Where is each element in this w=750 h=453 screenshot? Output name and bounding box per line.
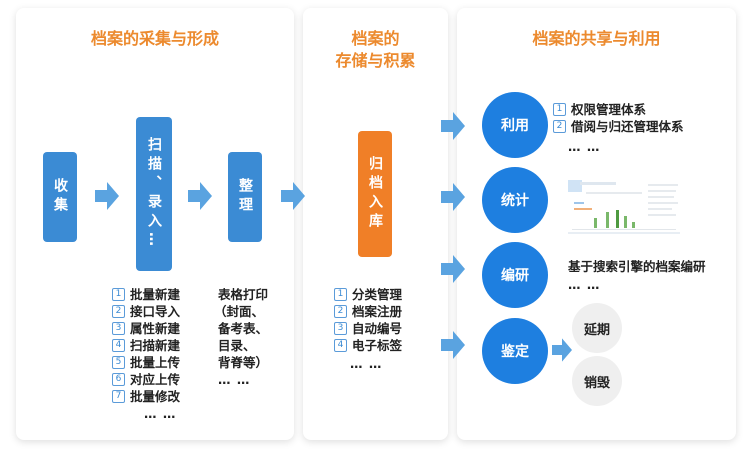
use-list-more: … … <box>568 139 601 154</box>
arrow-right-icon <box>552 338 572 362</box>
arrow-right-icon <box>281 182 305 210</box>
organize-more: … … <box>218 372 251 387</box>
arrow-right-icon <box>441 255 465 283</box>
store-panel-title-line1: 档案的 <box>351 29 400 48</box>
compile-more: … … <box>568 277 601 292</box>
arrow-right-icon <box>441 112 465 140</box>
stats-circle: 统计 <box>482 167 548 233</box>
collect-list-more: … … <box>144 406 177 421</box>
arrow-right-icon <box>95 182 119 210</box>
organize-line: 表格打印 <box>218 287 269 302</box>
compile-circle: 编研 <box>482 242 548 308</box>
extend-circle: 延期 <box>572 303 622 353</box>
organize-line: （封面、 <box>214 304 265 319</box>
collect-panel-title: 档案的采集与形成 <box>90 29 219 48</box>
archive-storage-box: 归档入库 <box>358 131 392 257</box>
collect-box: 收集 <box>43 152 77 242</box>
appraise-circle: 鉴定 <box>482 318 548 384</box>
share-panel-title: 档案的共享与利用 <box>532 29 661 48</box>
use-circle: 利用 <box>482 92 548 158</box>
arrow-right-icon <box>188 182 212 210</box>
compile-description: 基于搜索引擎的档案编研 <box>568 259 706 274</box>
destroy-circle: 销毁 <box>572 356 622 406</box>
store-panel-title-line2: 存储与积累 <box>335 51 416 70</box>
organize-line: 目录、 <box>218 338 256 353</box>
store-list-more: … … <box>350 356 383 371</box>
scan-entry-box: 扫描、录入… <box>136 117 172 271</box>
organize-line: 备考表、 <box>218 321 269 336</box>
organize-line: 背脊等） <box>218 355 269 370</box>
stats-thumbnail-image <box>568 172 680 234</box>
arrow-right-icon <box>441 331 465 359</box>
organize-box: 整理 <box>228 152 262 242</box>
arrow-right-icon <box>441 183 465 211</box>
